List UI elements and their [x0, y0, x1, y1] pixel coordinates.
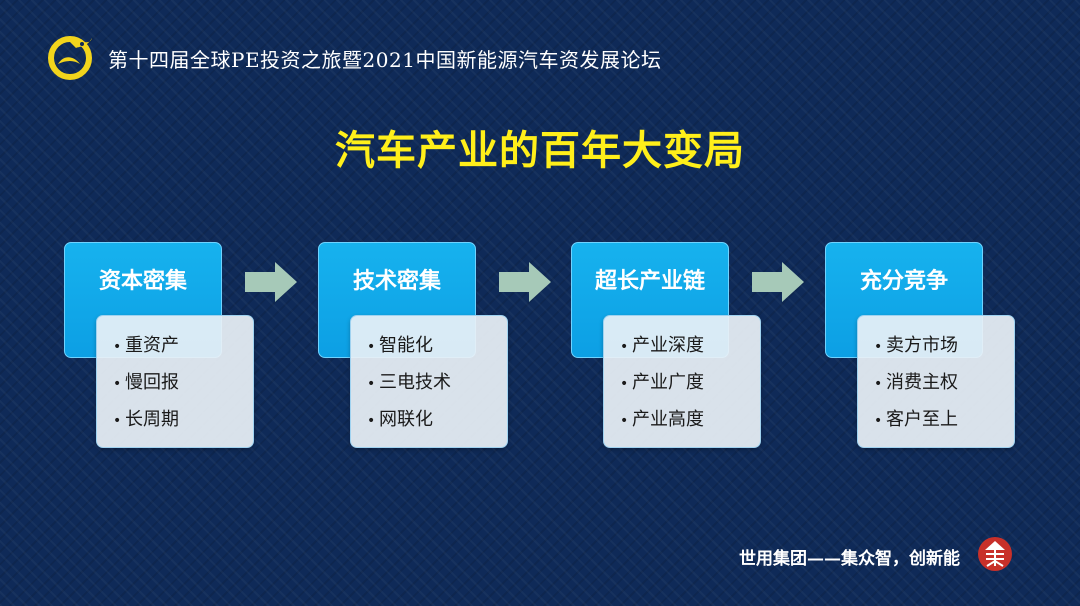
stage-technology-intensive: 技术密集 •智能化 •三电技术 •网联化: [318, 242, 508, 452]
company-logo-icon: [977, 536, 1013, 572]
list-item: •产业高度: [620, 409, 704, 430]
list-item: •产业深度: [620, 335, 704, 356]
right-arrow-icon: [499, 262, 551, 302]
list-item: •智能化: [367, 335, 433, 356]
list-item: •三电技术: [367, 372, 451, 393]
stage-capital-intensive: 资本密集 •重资产 •慢回报 •长周期: [64, 242, 254, 452]
stage-list: •产业深度 •产业广度 •产业高度: [603, 315, 761, 448]
stage-list: •智能化 •三电技术 •网联化: [350, 315, 508, 448]
list-item: •长周期: [113, 409, 179, 430]
page-title: 汽车产业的百年大变局: [335, 128, 745, 174]
header-title: 第十四届全球PE投资之旅暨2021中国新能源汽车资发展论坛: [108, 48, 662, 72]
stage-full-competition: 充分竞争 •卖方市场 •消费主权 •客户至上: [825, 242, 1015, 452]
list-item: •卖方市场: [874, 335, 958, 356]
list-item: •慢回报: [113, 372, 179, 393]
footer-slogan: 世用集团——集众智，创新能: [739, 549, 960, 569]
stage-long-supply-chain: 超长产业链 •产业深度 •产业广度 •产业高度: [571, 242, 761, 452]
list-item: •网联化: [367, 409, 433, 430]
dragon-logo-icon: [46, 34, 96, 80]
list-item: •客户至上: [874, 409, 958, 430]
stage-list: •重资产 •慢回报 •长周期: [96, 315, 254, 448]
right-arrow-icon: [752, 262, 804, 302]
stage-list: •卖方市场 •消费主权 •客户至上: [857, 315, 1015, 448]
list-item: •重资产: [113, 335, 179, 356]
list-item: •产业广度: [620, 372, 704, 393]
list-item: •消费主权: [874, 372, 958, 393]
right-arrow-icon: [245, 262, 297, 302]
